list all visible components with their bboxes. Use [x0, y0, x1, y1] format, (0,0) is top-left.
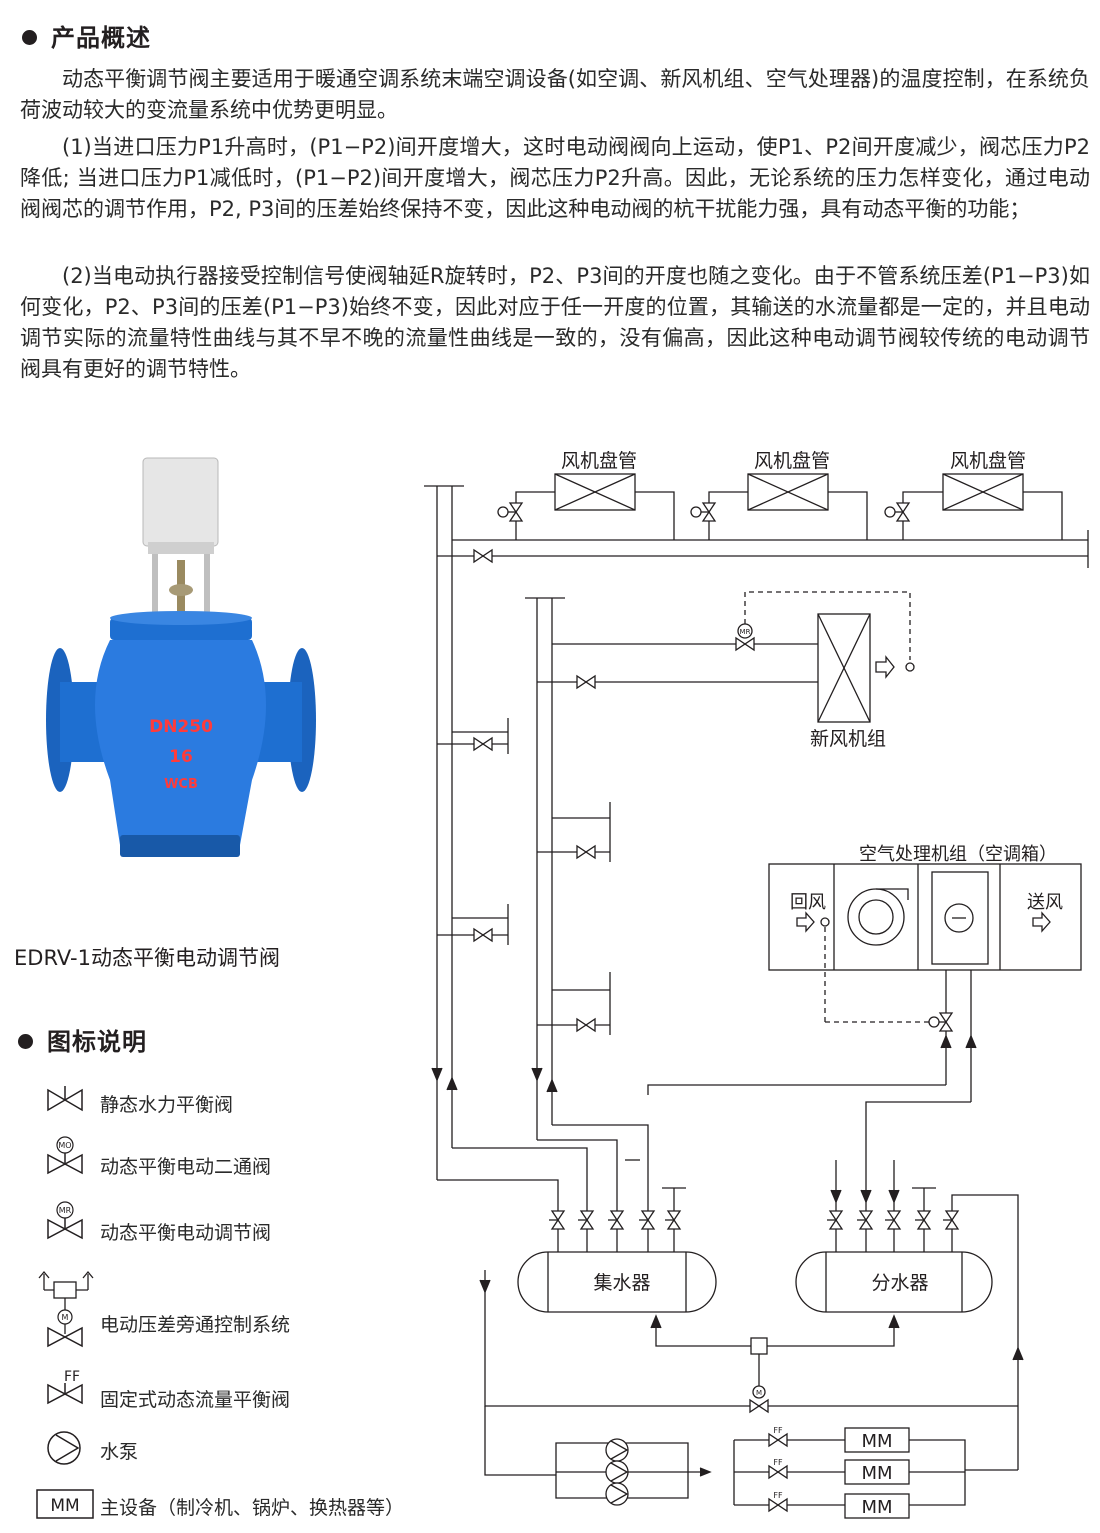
- svg-text:FF: FF: [64, 1369, 80, 1385]
- overview-paragraph-3: (2)当电动执行器接受控制信号使阀轴延R旋转时，P2、P3间的开度也随之变化。由…: [20, 264, 1090, 381]
- svg-text:FF: FF: [773, 1426, 783, 1435]
- return-air-label: 回风: [790, 892, 826, 913]
- main-equipment-2: [844, 1459, 910, 1485]
- svg-text:M: M: [62, 1313, 69, 1322]
- fan-coil-label-3: 风机盘管: [950, 450, 1026, 472]
- svg-text:MR: MR: [740, 628, 751, 636]
- ahu-coil: [931, 871, 989, 965]
- overview-paragraph-1: 动态平衡调节阀主要适用于暖通空调系统末端空调设备(如空调、新风机组、空气处理器)…: [20, 67, 1090, 122]
- svg-text:MO: MO: [58, 1141, 71, 1150]
- differential-bypass-icon: M: [38, 1270, 94, 1348]
- bullet-icon: [22, 29, 37, 45]
- supply-air-label: 送风: [1027, 892, 1063, 913]
- legend-label-static-balance-valve: 静态水力平衡阀: [100, 1094, 234, 1116]
- legend-label-main-equipment: 主设备（制冷机、锅炉、换热器等）: [100, 1497, 405, 1519]
- fresh-air-unit-label: 新风机组: [810, 728, 886, 750]
- svg-text:FF: FF: [773, 1491, 783, 1500]
- legend-heading: 图标说明: [18, 1022, 147, 1057]
- body-marking-material: WCB: [164, 777, 198, 792]
- main-equipment-label-2: MM: [861, 1463, 892, 1484]
- product-valve-image: DN250 16 WCB: [46, 457, 316, 857]
- product-caption: EDRV-1动态平衡电动调节阀: [14, 946, 280, 970]
- body-marking-size: DN250: [149, 717, 213, 737]
- water-distributor-label: 分水器: [871, 1272, 928, 1294]
- fan-coil-group: 风机盘管 风机盘管 风机盘管: [437, 450, 1089, 568]
- fan-coil-label-1: 风机盘管: [561, 450, 637, 472]
- overview-heading: 产品概述: [22, 18, 151, 53]
- legend-title: 图标说明: [47, 1028, 147, 1056]
- static-balance-valve-icon: [47, 1086, 83, 1112]
- dynamic-two-way-valve-icon: MO: [47, 1136, 83, 1175]
- main-equipment-label-3: MM: [861, 1497, 892, 1518]
- ahu-coil-icon: [944, 903, 974, 933]
- fan-coil-unit-2: [747, 473, 829, 511]
- fixed-flow-valve-icon: FF: [47, 1369, 83, 1405]
- pump-icon: [47, 1431, 81, 1465]
- air-handling-unit: [768, 863, 1082, 971]
- fan-coil-unit-3: [942, 473, 1024, 511]
- legend-label-pump: 水泵: [100, 1441, 139, 1463]
- legend-label-differential-bypass: 电动压差旁通控制系统: [100, 1314, 291, 1336]
- overview-paragraph-2: (1)当进口压力P1升高时，(P1−P2)间开度增大，这时电动阀阀向上运动，使P…: [20, 135, 1090, 221]
- water-collector-label: 集水器: [593, 1272, 650, 1294]
- svg-text:MM: MM: [50, 1496, 79, 1516]
- main-equipment-icon: MM: [36, 1489, 94, 1519]
- bullet-icon: [18, 1033, 33, 1049]
- svg-text:MR: MR: [59, 1206, 72, 1215]
- main-equipment-3: [844, 1493, 910, 1519]
- legend-label-dynamic-regulating-valve: 动态平衡电动调节阀: [100, 1222, 272, 1244]
- legend-label-dynamic-two-way-valve: 动态平衡电动二通阀: [100, 1156, 272, 1178]
- main-equipment-label-1: MM: [861, 1431, 892, 1452]
- svg-text:FF: FF: [773, 1458, 783, 1467]
- svg-text:M: M: [756, 1389, 762, 1397]
- ahu-title: 空气处理机组（空调箱）: [859, 844, 1057, 865]
- fan-coil-unit-1: [554, 473, 636, 511]
- body-marking-pressure: 16: [169, 747, 193, 767]
- dynamic-regulating-valve-icon: MR: [47, 1201, 83, 1240]
- legend-label-fixed-flow-valve: 固定式动态流量平衡阀: [100, 1389, 291, 1411]
- fan-coil-label-2: 风机盘管: [754, 450, 830, 472]
- overview-title: 产品概述: [51, 24, 151, 52]
